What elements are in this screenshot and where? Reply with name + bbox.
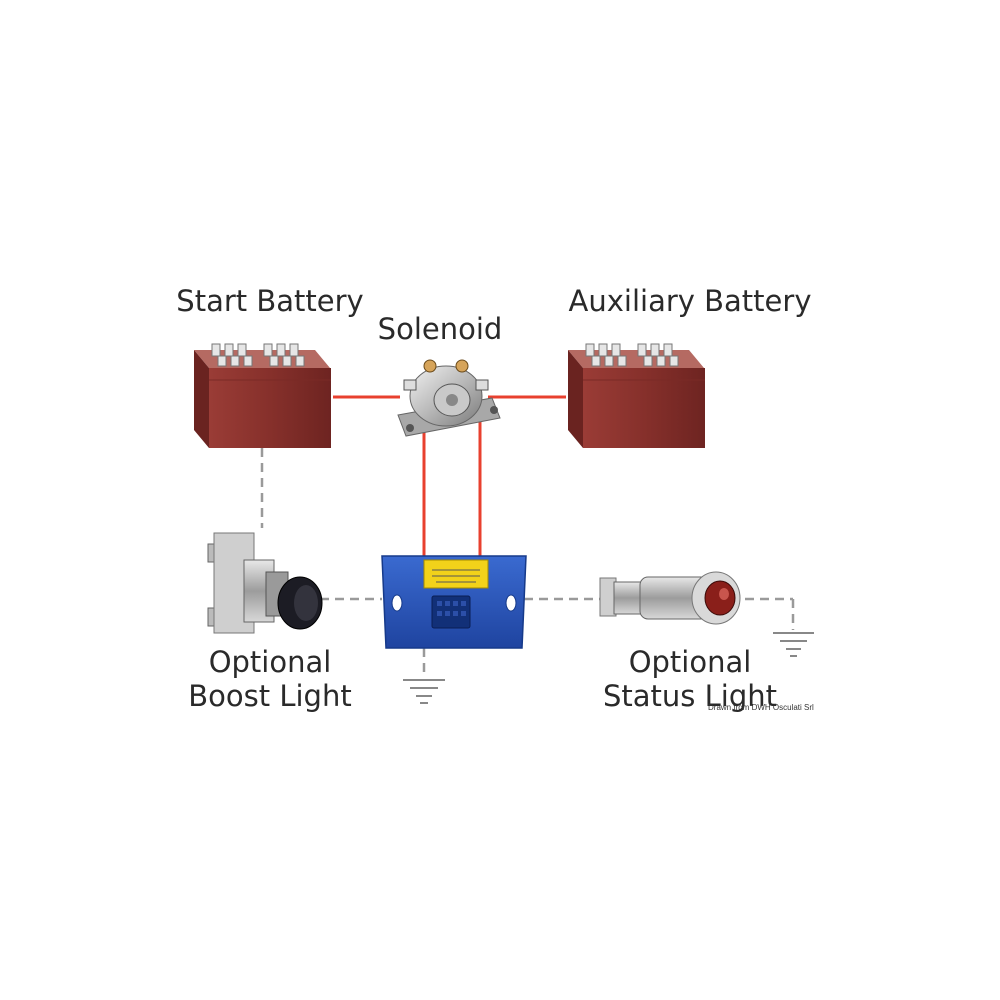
boost-light-label: Optional Boost Light	[150, 645, 390, 713]
boost-light-label-line-1: Optional	[208, 645, 332, 679]
status-light-label-line-1: Optional	[628, 645, 752, 679]
status-light-label: Optional Status Light	[565, 645, 815, 713]
solenoid-icon	[397, 359, 501, 437]
start-battery-icon	[194, 343, 331, 448]
signal-wires	[260, 448, 795, 678]
auxiliary-battery-label: Auxiliary Battery	[568, 284, 812, 318]
control-module-icon	[381, 555, 527, 649]
status-light-icon	[599, 571, 741, 625]
start-battery-label: Start Battery	[176, 284, 364, 318]
image-credit: Drawn from DWH Osculati Srl	[708, 703, 814, 712]
ground-symbol-icon	[773, 632, 814, 657]
ground-symbol-icon	[403, 679, 445, 704]
boost-light-label-line-2: Boost Light	[188, 679, 352, 713]
solenoid-label: Solenoid	[377, 312, 503, 346]
auxiliary-battery-icon	[568, 343, 705, 448]
status-light-label-line-2: Status Light	[603, 679, 777, 713]
power-wires	[333, 395, 566, 556]
boost-light-switch-icon	[207, 532, 323, 634]
